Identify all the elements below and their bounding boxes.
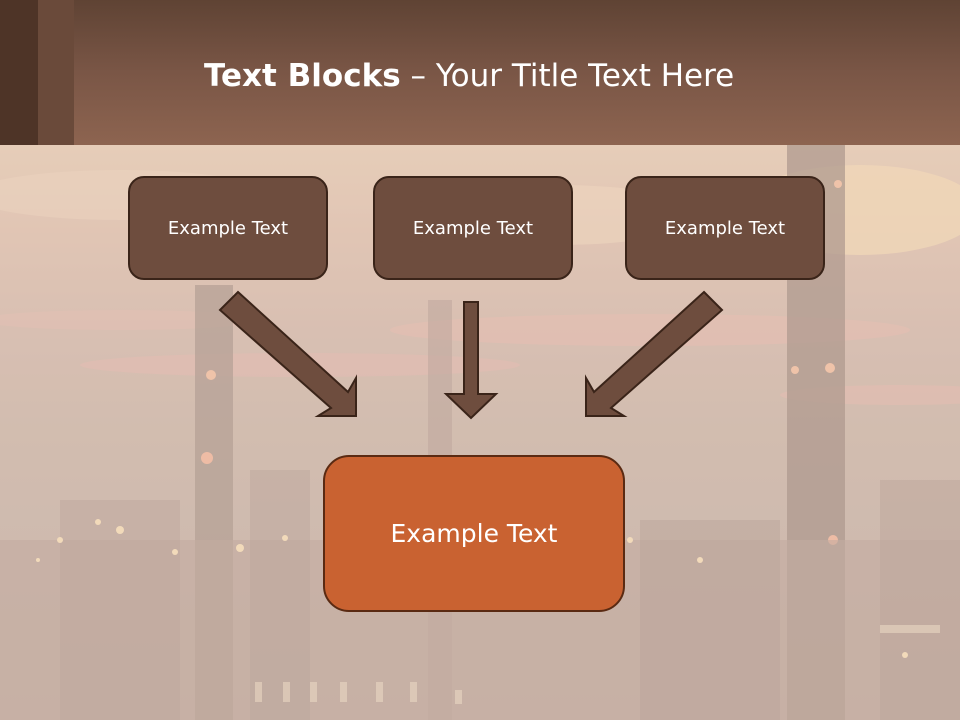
text-block-main[interactable]: Example Text <box>323 455 625 612</box>
text-block-2[interactable]: Example Text <box>373 176 573 280</box>
slide-title: Text Blocks – Your Title Text Here <box>204 56 734 96</box>
text-block-2-label: Example Text <box>412 217 534 239</box>
header-accent-strip <box>0 0 38 145</box>
slide-title-bold: Text Blocks <box>204 58 401 94</box>
text-block-3-label: Example Text <box>664 217 786 239</box>
text-block-1[interactable]: Example Text <box>128 176 328 280</box>
title-bar: Text Blocks – Your Title Text Here <box>0 0 960 145</box>
slide-title-rest: – Your Title Text Here <box>400 58 735 94</box>
header-accent-strip <box>38 0 74 145</box>
text-block-3[interactable]: Example Text <box>625 176 825 280</box>
text-block-main-label: Example Text <box>390 519 558 548</box>
text-block-1-label: Example Text <box>167 217 289 239</box>
